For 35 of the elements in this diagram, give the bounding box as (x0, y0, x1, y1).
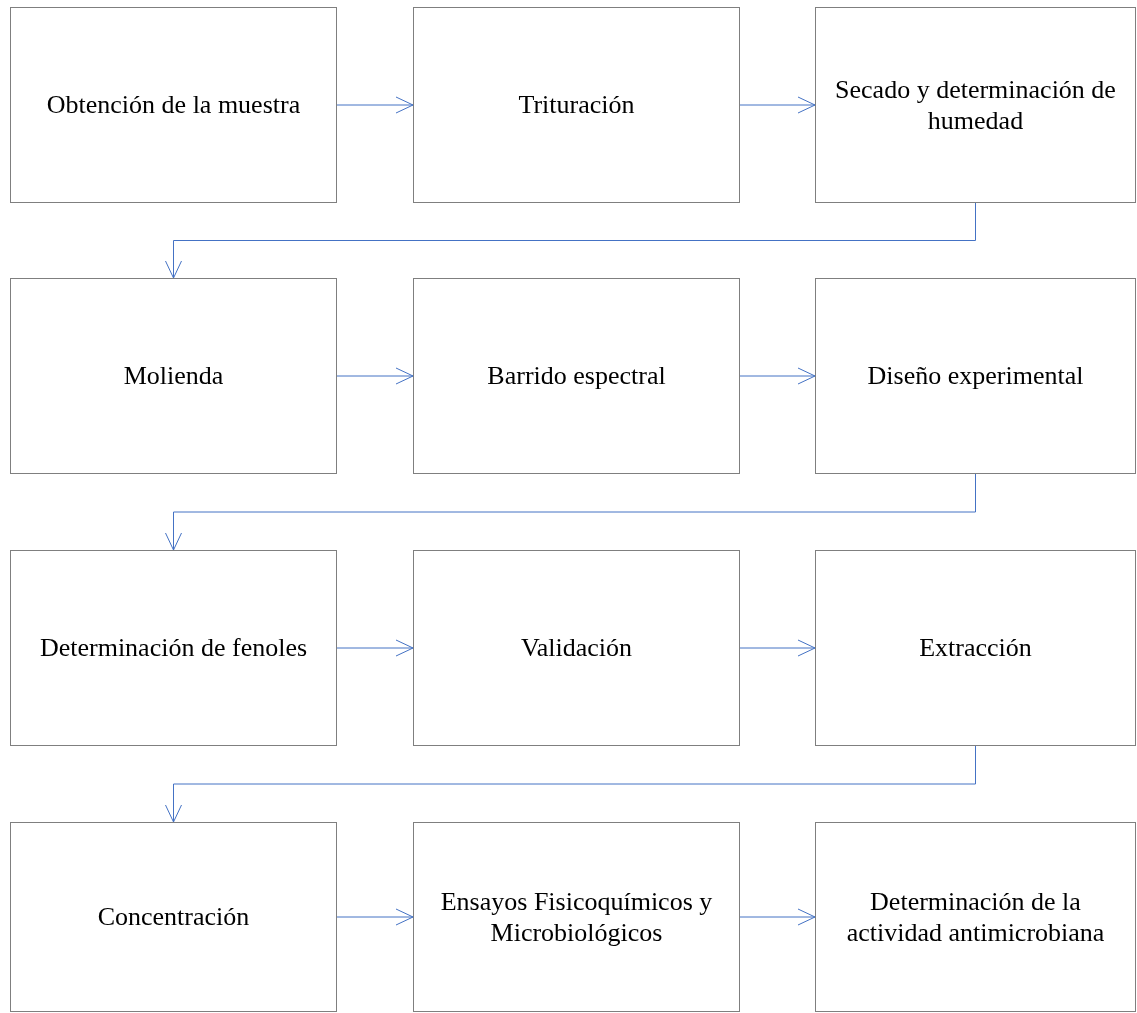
process-box (815, 278, 1136, 474)
step-label: Ensayos Fisicoquímicos y Microbiológicos (439, 885, 714, 949)
arrow (739, 639, 816, 657)
process-box (413, 7, 740, 203)
arrow (739, 908, 816, 926)
step-label: Concentración (97, 901, 250, 933)
arrow (336, 96, 414, 114)
process-box (413, 278, 740, 474)
process-box (413, 822, 740, 1012)
process-box (10, 7, 337, 203)
step-label: Diseño experimental (867, 360, 1084, 392)
step-label: Secado y determinación de humedad (834, 73, 1117, 137)
step-label: Obtención de la muestra (46, 89, 301, 121)
arrow (165, 473, 976, 551)
arrow (739, 367, 816, 385)
process-box (413, 550, 740, 746)
process-box (815, 822, 1136, 1012)
process-box (10, 822, 337, 1012)
arrow (336, 639, 414, 657)
step-label: Determinación de fenoles (39, 632, 308, 664)
process-box (815, 550, 1136, 746)
step-label: Validación (520, 632, 633, 664)
arrow (336, 908, 414, 926)
arrow (165, 202, 976, 279)
process-box (10, 278, 337, 474)
arrow (739, 96, 816, 114)
step-label: Molienda (123, 360, 224, 392)
step-label: Extracción (919, 632, 1032, 664)
process-box (10, 550, 337, 746)
arrow (165, 745, 976, 823)
process-box (815, 7, 1136, 203)
step-label: Trituración (518, 89, 635, 121)
step-label: Determinación de la actividad antimicrobiana (845, 885, 1106, 949)
arrow (336, 367, 414, 385)
step-label: Barrido espectral (487, 360, 666, 392)
